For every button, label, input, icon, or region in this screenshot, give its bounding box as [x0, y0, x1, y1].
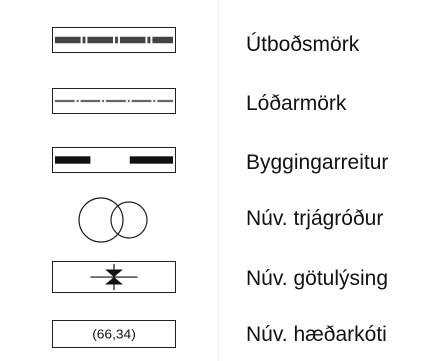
building-area-symbol — [52, 147, 176, 173]
existing-elevation-point-symbol: (66,34) — [52, 320, 176, 348]
tender-boundary-label: Útboðsmörk — [246, 33, 360, 56]
tender-boundary-symbol — [52, 27, 176, 53]
existing-vegetation-label: Núv. trjágróður — [246, 207, 384, 230]
dense-dash-dot-line-icon — [54, 36, 174, 44]
existing-street-lighting-symbol — [52, 261, 176, 293]
fine-dash-dot-line-icon — [54, 99, 174, 103]
building-area-label: Byggingarreitur — [246, 151, 389, 174]
lot-boundary-symbol — [52, 88, 176, 114]
thick-dashed-line-icon — [54, 156, 174, 164]
lot-boundary-label: Lóðarmörk — [246, 92, 347, 115]
legend-divider — [218, 0, 219, 361]
elevation-value: (66,34) — [92, 327, 136, 342]
existing-street-lighting-label: Núv. götulýsing — [246, 267, 389, 290]
existing-vegetation-symbol — [70, 196, 156, 244]
existing-elevation-point-label: Núv. hæðarkóti — [246, 323, 387, 346]
street-light-symbol-icon — [90, 263, 138, 291]
overlapping-circles-icon — [78, 197, 148, 243]
elevation-box-icon: (66,34) — [92, 327, 136, 342]
